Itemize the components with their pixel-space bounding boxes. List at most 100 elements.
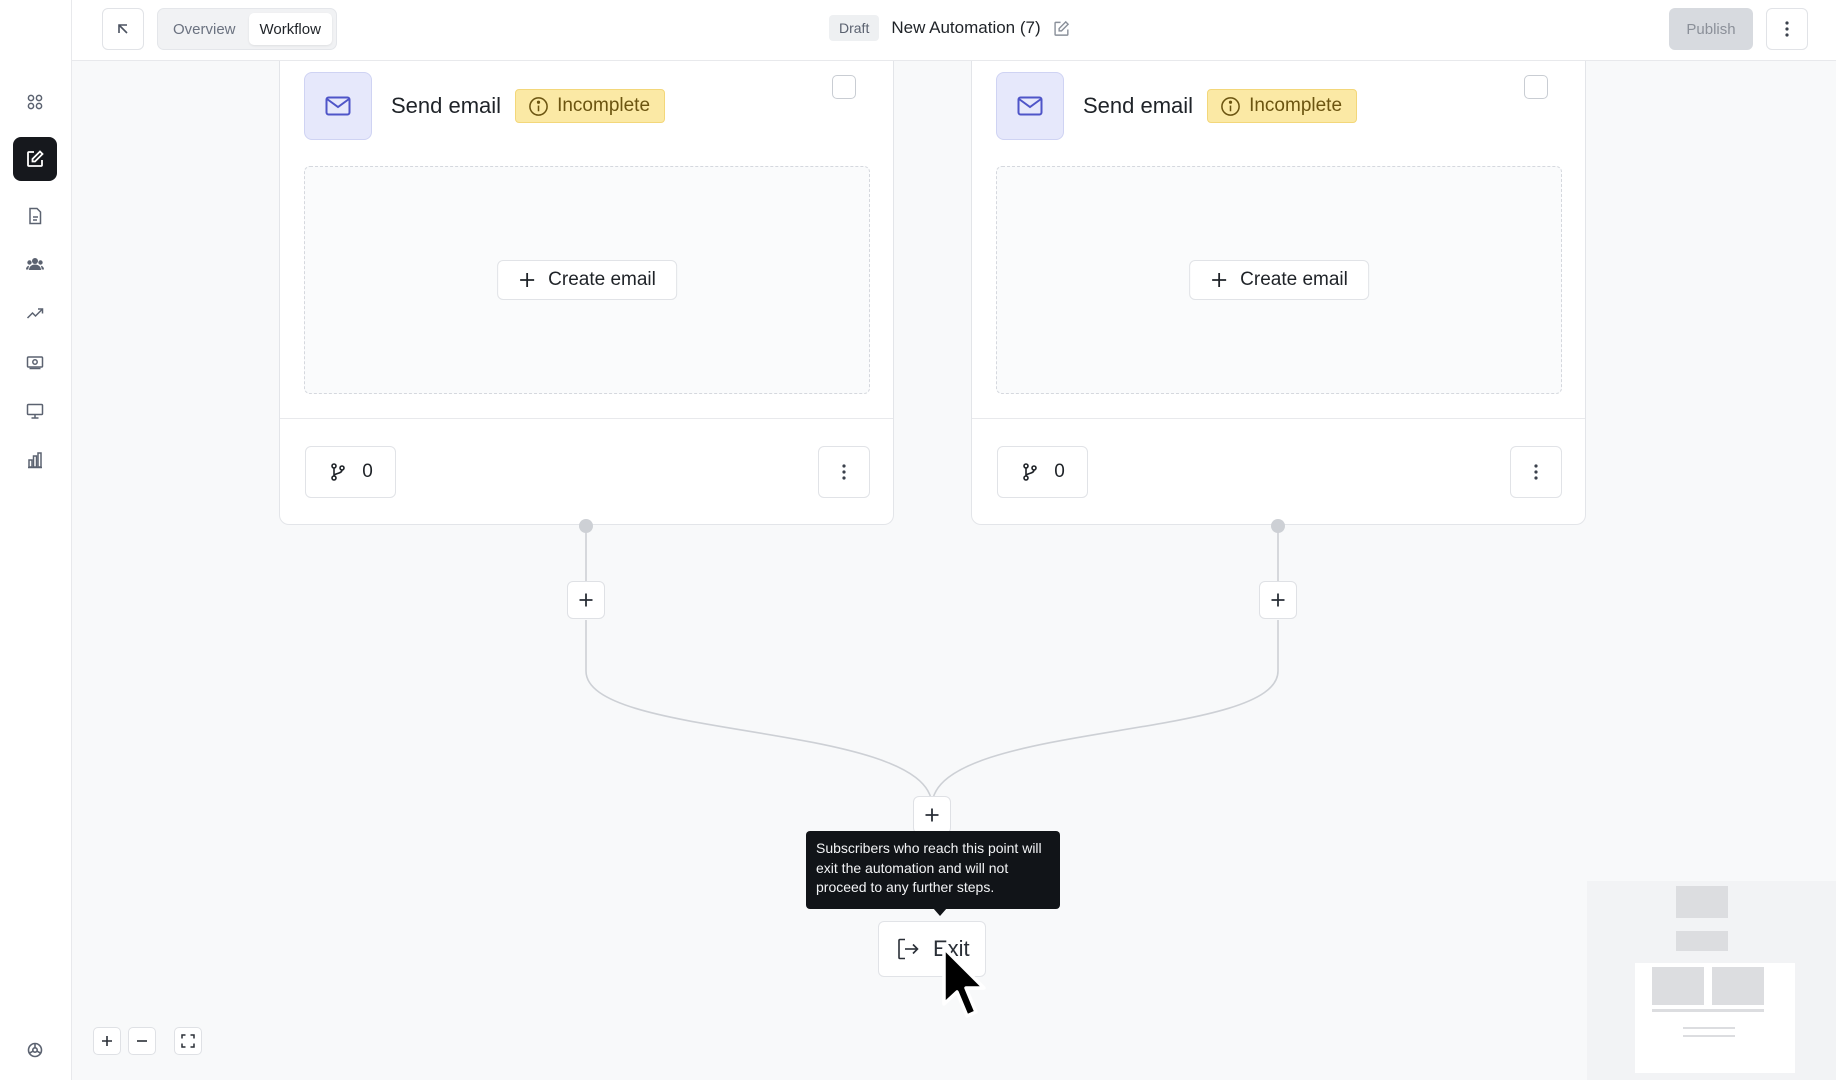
users-icon — [26, 258, 44, 270]
pencil-icon — [1054, 20, 1069, 36]
create-email-label: Create email — [548, 269, 656, 290]
view-tabs: Overview Workflow — [157, 8, 337, 50]
minimap-node — [1676, 886, 1728, 918]
plus-icon — [579, 593, 593, 607]
back-button[interactable] — [102, 8, 144, 50]
create-email-button[interactable]: Create email — [1189, 260, 1369, 300]
money-icon — [26, 356, 44, 370]
send-email-step-2[interactable]: Send email Incomplete Create email 0 — [971, 61, 1586, 525]
minimap-node — [1676, 931, 1728, 951]
more-vertical-icon — [842, 464, 846, 480]
edit-title-button[interactable] — [1053, 20, 1070, 37]
branch-count: 0 — [1054, 461, 1065, 482]
plus-icon — [1212, 273, 1227, 287]
step-title: Send email — [391, 93, 502, 118]
document-icon — [29, 207, 42, 225]
incomplete-badge: Incomplete — [515, 89, 666, 123]
connector-lines — [585, 526, 1279, 807]
trending-icon — [26, 308, 44, 319]
sidebar-item-content[interactable] — [13, 194, 57, 238]
step-more-button[interactable] — [818, 446, 870, 498]
fit-view-button[interactable] — [174, 1027, 202, 1055]
arrow-up-left-icon — [118, 24, 128, 34]
add-step-button[interactable] — [913, 796, 951, 834]
plus-icon — [520, 273, 535, 287]
plus-icon — [1271, 593, 1285, 607]
sidebar-item-automations[interactable] — [13, 137, 57, 181]
branch-count-button[interactable]: 0 — [305, 446, 396, 498]
email-step-icon-tile — [996, 72, 1064, 140]
tab-overview[interactable]: Overview — [173, 20, 236, 38]
minimap-node — [1652, 1009, 1764, 1012]
add-step-button[interactable] — [567, 581, 605, 619]
step-select-checkbox[interactable] — [1524, 75, 1548, 99]
zoom-in-button[interactable] — [93, 1027, 121, 1055]
output-port[interactable] — [579, 519, 593, 533]
more-vertical-icon — [1785, 21, 1789, 37]
minimap-node — [1712, 967, 1764, 1005]
git-branch-icon — [331, 463, 346, 481]
add-step-button[interactable] — [1259, 581, 1297, 619]
card-divider — [280, 418, 893, 419]
publish-button[interactable]: Publish — [1669, 8, 1753, 50]
minimap-node — [1652, 967, 1704, 1005]
tab-workflow[interactable]: Workflow — [248, 13, 332, 45]
top-bar: Overview Workflow Draft New Automation (… — [72, 0, 1836, 61]
plus-icon — [102, 1036, 112, 1046]
email-dropzone: Create email — [996, 166, 1562, 394]
settings-icon — [27, 1042, 43, 1058]
send-email-step-1[interactable]: Send email Incomplete Create email 0 — [279, 61, 894, 525]
create-email-button[interactable]: Create email — [497, 260, 677, 300]
left-sidebar — [0, 0, 72, 1080]
mail-icon — [1017, 96, 1043, 116]
email-dropzone: Create email — [304, 166, 870, 394]
output-port[interactable] — [1271, 519, 1285, 533]
info-circle-icon — [529, 96, 548, 116]
automation-title-group: Draft New Automation (7) — [829, 14, 1070, 42]
sidebar-item-reports[interactable] — [13, 438, 57, 482]
mail-icon — [325, 96, 351, 116]
minimap[interactable] — [1587, 881, 1836, 1080]
incomplete-badge-label: Incomplete — [557, 95, 651, 116]
sidebar-item-dashboard[interactable] — [13, 80, 57, 124]
zoom-out-button[interactable] — [128, 1027, 156, 1055]
step-title: Send email — [1083, 93, 1194, 118]
sidebar-item-audience[interactable] — [13, 242, 57, 286]
plus-icon — [925, 808, 939, 822]
sidebar-item-settings[interactable] — [13, 1028, 57, 1072]
branch-count: 0 — [362, 461, 373, 482]
step-select-checkbox[interactable] — [832, 75, 856, 99]
log-out-icon — [898, 938, 919, 960]
workflow-canvas[interactable]: Send email Incomplete Create email 0 — [72, 61, 1836, 1080]
step-more-button[interactable] — [1510, 446, 1562, 498]
minimap-node — [1683, 1035, 1735, 1037]
incomplete-badge: Incomplete — [1207, 89, 1358, 123]
create-email-label: Create email — [1240, 269, 1348, 290]
branch-count-button[interactable]: 0 — [997, 446, 1088, 498]
edit-icon — [27, 150, 44, 167]
fullscreen-icon — [181, 1034, 195, 1048]
bar-chart-icon — [28, 452, 42, 469]
minimap-node — [1683, 1027, 1735, 1029]
step-header: Send email Incomplete — [996, 72, 1358, 140]
mouse-cursor-icon — [942, 946, 986, 1018]
status-badge: Draft — [829, 15, 880, 41]
git-branch-icon — [1023, 463, 1038, 481]
exit-tooltip: Subscribers who reach this point will ex… — [806, 831, 1060, 909]
page-title: New Automation (7) — [891, 18, 1041, 37]
sidebar-item-commerce[interactable] — [13, 340, 57, 384]
sidebar-item-analytics[interactable] — [13, 291, 57, 335]
exit-node[interactable]: Exit — [878, 921, 986, 977]
step-header: Send email Incomplete — [304, 72, 666, 140]
tooltip-arrow — [933, 908, 947, 916]
card-divider — [972, 418, 1585, 419]
sidebar-item-website[interactable] — [13, 389, 57, 433]
info-circle-icon — [1221, 96, 1240, 116]
more-options-button[interactable] — [1766, 8, 1808, 50]
minimap-viewport — [1635, 963, 1795, 1073]
monitor-icon — [26, 403, 44, 419]
more-vertical-icon — [1534, 464, 1538, 480]
minus-icon — [137, 1040, 147, 1042]
incomplete-badge-label: Incomplete — [1249, 95, 1343, 116]
grid-icon — [27, 94, 43, 110]
